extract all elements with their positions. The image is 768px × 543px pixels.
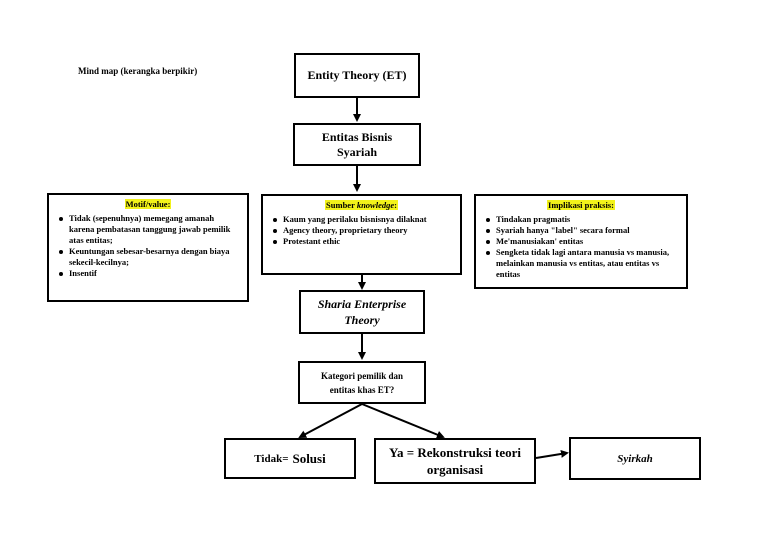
kategori-line2: entitas khas ET? xyxy=(329,384,395,395)
list-item: Syariah hanya "label" secara formal xyxy=(486,225,680,236)
entity-theory-box: Entity Theory (ET) xyxy=(294,53,420,98)
sumber-knowledge-list: Kaum yang perilaku bisnisnya dilaknat Ag… xyxy=(269,214,454,247)
implikasi-praksis-list: Tindakan pragmatis Syariah hanya "label"… xyxy=(482,214,680,280)
tidak-solusi-box: Tidak= Solusi xyxy=(224,438,356,479)
kategori-pemilik-box: Kategori pemilik dan entitas khas ET? xyxy=(298,361,426,404)
entity-theory-label: Entity Theory (ET) xyxy=(307,68,407,82)
sharia-enterprise-box: Sharia Enterprise Theory xyxy=(299,290,425,334)
sharia-line2: Theory xyxy=(344,313,380,327)
syirkah-box: Syirkah xyxy=(569,437,701,480)
arrow-kategori-to-ya xyxy=(361,403,445,439)
mind-map-title: Mind map (kerangka berpikir) xyxy=(78,66,198,76)
list-item: Keuntungan sebesar-besarnya dengan biaya… xyxy=(59,246,241,268)
motif-value-title: Motif/value: xyxy=(124,199,172,209)
arrow-ya-to-syirkah xyxy=(535,450,569,459)
entitas-bisnis-box: Entitas Bisnis Syariah xyxy=(293,123,421,166)
syirkah-label: Syirkah xyxy=(617,452,653,465)
list-item: Tindakan pragmatis xyxy=(486,214,680,225)
list-item: Protestant ethic xyxy=(273,236,454,247)
ya-rekonstruksi-box: Ya = Rekonstruksi teori organisasi xyxy=(374,438,536,484)
list-item: Kaum yang perilaku bisnisnya dilaknat xyxy=(273,214,454,225)
sharia-line1: Sharia Enterprise xyxy=(317,297,407,311)
list-item: Tidak (sepenuhnya) memegang amanah karen… xyxy=(59,213,241,246)
implikasi-praksis-title: Implikasi praksis: xyxy=(547,200,615,210)
list-item: Sengketa tidak lagi antara manusia vs ma… xyxy=(486,247,680,280)
motif-value-panel: Motif/value: Tidak (sepenuhnya) memegang… xyxy=(47,193,249,302)
kategori-line1: Kategori pemilik dan xyxy=(320,370,403,381)
tidak-word: Solusi xyxy=(292,450,326,466)
entitas-bisnis-line2: Syariah xyxy=(336,144,377,159)
tidak-prefix: Tidak= xyxy=(254,452,289,465)
list-item: Insentif xyxy=(59,268,241,279)
list-item: Agency theory, proprietary theory xyxy=(273,225,454,236)
sumber-knowledge-panel: Sumber knowledge: Kaum yang perilaku bis… xyxy=(261,194,462,275)
list-item: Me'manusiakan' entitas xyxy=(486,236,680,247)
ya-line1: Ya = Rekonstruksi teori xyxy=(389,445,521,460)
motif-value-list: Tidak (sepenuhnya) memegang amanah karen… xyxy=(55,213,241,279)
sumber-knowledge-title: Sumber knowledge: xyxy=(325,200,398,210)
ya-line2: organisasi xyxy=(426,462,484,477)
implikasi-praksis-panel: Implikasi praksis: Tindakan pragmatis Sy… xyxy=(474,194,688,289)
entitas-bisnis-line1: Entitas Bisnis xyxy=(321,129,393,144)
arrow-kategori-to-tidak xyxy=(298,403,363,438)
